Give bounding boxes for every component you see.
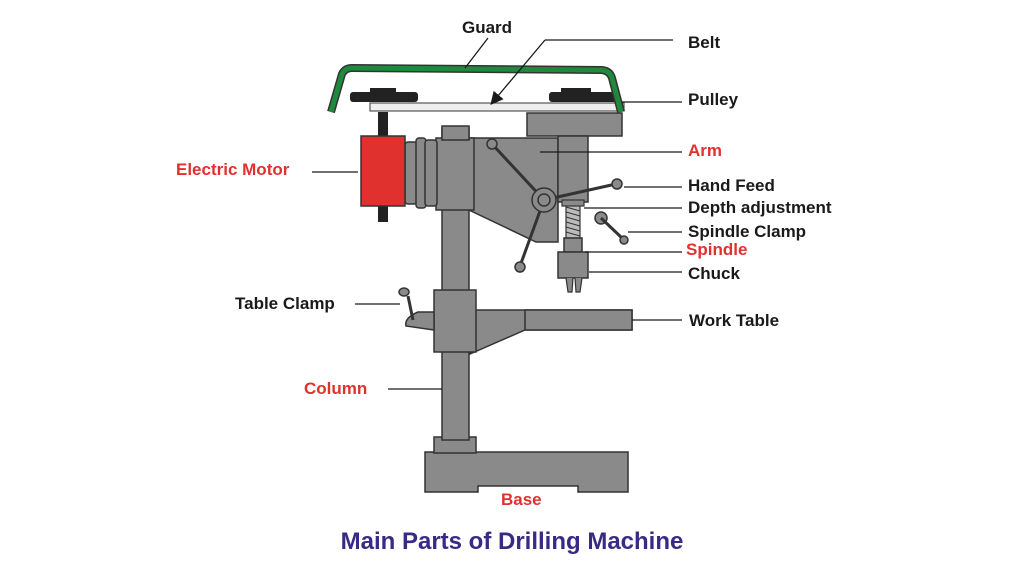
label-table-clamp: Table Clamp	[235, 294, 335, 313]
hand-feed-hub-inner	[537, 193, 551, 207]
spindle-clamp-handle	[599, 216, 624, 240]
motor-coupling-3	[424, 139, 438, 207]
spindle-clamp-end	[619, 235, 629, 245]
label-pulley: Pulley	[688, 90, 739, 109]
label-spindle-clamp: Spindle Clamp	[688, 222, 807, 241]
table-clamp-shape	[405, 311, 435, 331]
label-guard: Guard	[462, 18, 513, 37]
table-clamp-knob	[398, 287, 410, 297]
label-spindle: Spindle	[686, 240, 748, 259]
label-base: Base	[501, 490, 542, 509]
leader-guard	[464, 37, 489, 69]
work-table-shape	[524, 309, 633, 331]
label-depth-adjustment: Depth adjustment	[688, 198, 832, 217]
table-collar	[433, 289, 477, 353]
table-clamp-handle	[406, 295, 415, 321]
electric-motor-shape	[360, 135, 406, 207]
label-work-table: Work Table	[689, 311, 780, 330]
chuck-shape	[557, 251, 589, 279]
label-column: Column	[304, 379, 368, 398]
left-pulley	[350, 92, 418, 102]
left-pulley-hub	[370, 88, 396, 94]
column-top	[441, 125, 470, 141]
right-pulley	[549, 92, 619, 102]
hand-feed-knob-3	[514, 261, 526, 273]
belt-shape	[369, 102, 625, 112]
label-hand-feed: Hand Feed	[688, 176, 775, 195]
leader-lines	[312, 37, 682, 390]
guard-fill	[328, 65, 624, 113]
depth-adjust-nut	[561, 199, 585, 207]
label-belt: Belt	[688, 33, 721, 52]
hand-feed-knob-1	[486, 138, 498, 150]
spindle-housing	[557, 135, 589, 203]
head-collar	[435, 137, 475, 211]
spindle-shape	[563, 237, 583, 253]
label-electric-motor: Electric Motor	[176, 160, 290, 179]
pulley-housing	[526, 112, 623, 137]
hand-feed-knob-2	[611, 178, 623, 190]
chuck-jaws	[565, 277, 583, 293]
leader-belt-arrow	[490, 39, 546, 105]
base-shape	[424, 451, 629, 493]
motor-coupling-1	[404, 141, 418, 205]
right-pulley-hub	[561, 88, 591, 94]
diagram-title: Main Parts of Drilling Machine	[340, 528, 684, 555]
label-arm: Arm	[688, 141, 723, 160]
label-chuck: Chuck	[688, 264, 740, 283]
depth-adjust-threads	[565, 206, 581, 237]
